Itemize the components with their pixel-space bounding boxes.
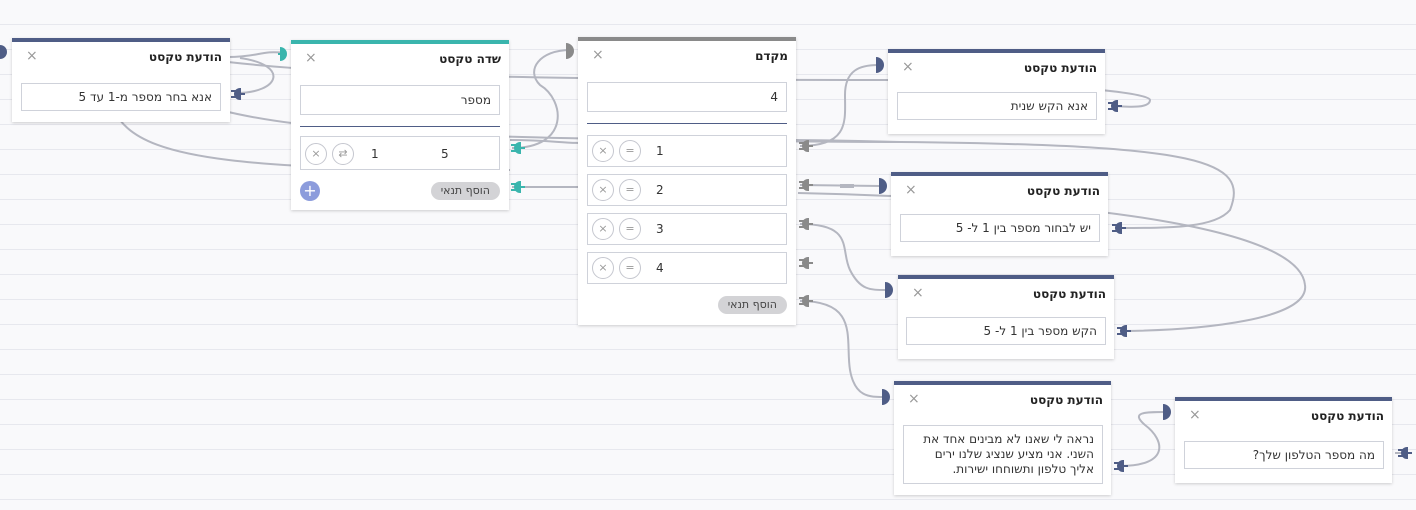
node-header: שדה טקסט ×: [291, 44, 509, 66]
text-message-node-enter[interactable]: הודעת טקסט × הקש מספר בין 1 ל- 5: [898, 275, 1114, 359]
remove-option-icon[interactable]: ×: [592, 179, 614, 201]
message-text-field[interactable]: הקש מספר בין 1 ל- 5: [906, 317, 1106, 345]
option-row[interactable]: × = 1: [587, 135, 787, 167]
node-header: הודעת טקסט ×: [891, 176, 1108, 198]
node-title: הודעת טקסט: [1026, 184, 1100, 198]
message-text-field[interactable]: יש לבחור מספר בין 1 ל- 5: [900, 214, 1100, 242]
input-port-icon[interactable]: [883, 282, 895, 298]
equals-icon[interactable]: =: [619, 179, 641, 201]
close-icon[interactable]: ×: [912, 285, 924, 301]
condition-value: 5: [441, 147, 449, 161]
filter-icon[interactable]: ⇄: [332, 143, 354, 165]
option-row[interactable]: × = 4: [587, 252, 787, 284]
equals-icon[interactable]: =: [619, 257, 641, 279]
node-title: מקדם: [755, 49, 788, 63]
remove-option-icon[interactable]: ×: [592, 257, 614, 279]
add-condition-button[interactable]: הוסף תנאי: [430, 182, 500, 200]
output-plug-icon[interactable]: [231, 87, 245, 101]
output-plug-icon[interactable]: [511, 141, 525, 155]
output-plug-icon[interactable]: [799, 256, 813, 270]
text-message-node-again[interactable]: הודעת טקסט × אנא הקש שנית: [888, 49, 1105, 134]
option-value: 3: [656, 222, 664, 236]
node-title: הודעת טקסט: [1023, 61, 1097, 75]
divider: [587, 123, 787, 124]
output-plug-icon[interactable]: [799, 178, 813, 192]
close-icon[interactable]: ×: [908, 391, 920, 407]
remove-condition-icon[interactable]: ×: [305, 143, 327, 165]
message-text-field[interactable]: אנא הקש שנית: [897, 92, 1097, 120]
close-icon[interactable]: ×: [1189, 407, 1201, 423]
option-value: 2: [656, 183, 664, 197]
input-port-icon[interactable]: [564, 43, 576, 59]
node-header: הודעת טקסט ×: [898, 279, 1114, 301]
add-icon[interactable]: +: [300, 181, 320, 201]
text-message-node-misunderstand[interactable]: הודעת טקסט × נראה לי שאנו לא מבינים אחד …: [894, 381, 1111, 495]
text-message-node-between[interactable]: הודעת טקסט × יש לבחור מספר בין 1 ל- 5: [891, 172, 1108, 256]
option-row[interactable]: × = 3: [587, 213, 787, 245]
input-port-icon[interactable]: [874, 57, 886, 73]
input-port-icon[interactable]: [880, 389, 892, 405]
text-message-node-choose[interactable]: הודעת טקסט × אנא בחר מספר מ-1 עד 5: [12, 38, 230, 122]
condition-range-value: 1: [371, 147, 379, 161]
node-header: הודעת טקסט ×: [12, 42, 230, 64]
message-text-field[interactable]: מה מספר הטלפון שלך?: [1184, 441, 1384, 469]
option-row[interactable]: × = 2: [587, 174, 787, 206]
close-icon[interactable]: ×: [305, 50, 317, 66]
node-title: הודעת טקסט: [1310, 409, 1384, 423]
text-field-node[interactable]: שדה טקסט × מספר × ⇄ 1 5 + הוסף תנאי: [291, 40, 509, 210]
output-plug-icon[interactable]: [1112, 221, 1126, 235]
advanced-field-input[interactable]: 4: [587, 82, 787, 112]
output-plug-icon[interactable]: [511, 180, 525, 194]
input-port-icon[interactable]: [0, 45, 10, 59]
condition-row[interactable]: × ⇄ 1 5: [300, 136, 500, 170]
close-icon[interactable]: ×: [905, 182, 917, 198]
close-icon[interactable]: ×: [592, 47, 604, 63]
message-text-field[interactable]: נראה לי שאנו לא מבינים אחד את השני. אני …: [903, 425, 1103, 484]
node-header: הודעת טקסט ×: [894, 385, 1111, 407]
close-icon[interactable]: ×: [902, 59, 914, 75]
field-name-input[interactable]: מספר: [300, 85, 500, 115]
equals-icon[interactable]: =: [619, 218, 641, 240]
output-plug-icon[interactable]: [1108, 99, 1122, 113]
output-plug-icon[interactable]: [799, 294, 813, 308]
remove-option-icon[interactable]: ×: [592, 218, 614, 240]
input-port-icon[interactable]: [278, 47, 290, 61]
advanced-node[interactable]: מקדם × 4 × = 1 × = 2 × = 3 × = 4 הוסף תנ…: [578, 37, 796, 325]
output-plug-icon[interactable]: [799, 217, 813, 231]
output-plug-icon[interactable]: [1117, 324, 1131, 338]
equals-icon[interactable]: =: [619, 140, 641, 162]
node-header: הודעת טקסט ×: [1175, 401, 1392, 423]
text-message-node-phone[interactable]: הודעת טקסט × מה מספר הטלפון שלך?: [1175, 397, 1392, 483]
node-title: הודעת טקסט: [1032, 287, 1106, 301]
message-text-field[interactable]: אנא בחר מספר מ-1 עד 5: [21, 83, 221, 111]
input-port-icon[interactable]: [877, 178, 889, 194]
node-header: הודעת טקסט ×: [888, 53, 1105, 75]
option-value: 4: [656, 261, 664, 275]
input-port-icon[interactable]: [1161, 404, 1173, 420]
node-header: מקדם ×: [578, 41, 796, 63]
node-title: הודעת טקסט: [1029, 393, 1103, 407]
divider: [300, 126, 500, 127]
option-value: 1: [656, 144, 664, 158]
close-icon[interactable]: ×: [26, 48, 38, 64]
remove-option-icon[interactable]: ×: [592, 140, 614, 162]
node-title: שדה טקסט: [439, 52, 501, 66]
node-title: הודעת טקסט: [148, 50, 222, 64]
output-plug-icon[interactable]: [799, 139, 813, 153]
output-plug-icon[interactable]: [1398, 446, 1412, 460]
add-condition-button[interactable]: הוסף תנאי: [717, 296, 787, 314]
output-plug-icon[interactable]: [1114, 459, 1128, 473]
